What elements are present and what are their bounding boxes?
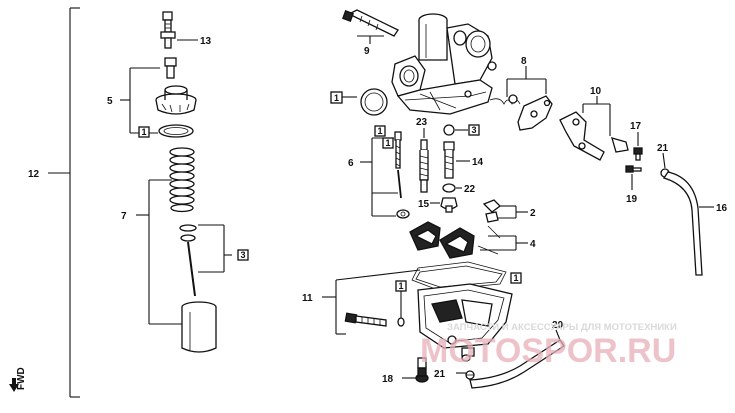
box-1c-label: 1 (378, 126, 383, 136)
callout-9: 9 (364, 46, 370, 57)
box-1a-label: 1 (142, 127, 147, 137)
part-15-jet (440, 197, 458, 213)
part-18-screw (415, 357, 429, 383)
part-14-main-jet (443, 141, 455, 179)
part-washer-3 (443, 124, 455, 136)
callout-10: 10 (590, 86, 602, 97)
callout-12: 12 (28, 169, 40, 180)
part-4-float (409, 221, 475, 259)
part-nut-small (164, 57, 177, 79)
part-13-adjuster (160, 11, 176, 49)
box-1e (510, 272, 522, 284)
callout-22: 22 (464, 184, 476, 195)
part-carburetor-body (391, 13, 497, 115)
bracket-12 (48, 7, 80, 398)
callout-4: 4 (530, 239, 536, 250)
callout-19: 19 (626, 194, 638, 205)
callout-11: 11 (302, 293, 313, 304)
bracket-7 (136, 179, 182, 325)
part-drain-screw (344, 312, 387, 327)
part-17-screw (633, 147, 643, 161)
part-o-ring (158, 124, 194, 138)
part-23-jet (419, 139, 429, 193)
watermark-subtitle: ЗАПЧАСТИ И АКСЕССУАРЫ ДЛЯ МОТОТЕХНИКИ (447, 322, 677, 333)
part-2-float-pin (482, 199, 501, 223)
callout-13: 13 (200, 36, 212, 47)
callout-20: 20 (552, 320, 564, 331)
box-1c (374, 125, 386, 137)
box-1a (138, 126, 150, 138)
part-21-clip-bottom (465, 370, 475, 380)
part-9-screw (342, 9, 399, 37)
callout-15: 15 (418, 199, 430, 210)
part-8-lever (489, 94, 553, 131)
box-1b-label: 1 (334, 93, 339, 103)
bracket-5 (120, 67, 160, 134)
part-spring (169, 147, 195, 213)
bracket-3-left (198, 224, 232, 273)
callout-14: 14 (472, 157, 484, 168)
part-float-bowl (417, 283, 513, 362)
fwd-label: FWD (16, 367, 27, 390)
callout-8: 8 (521, 56, 527, 67)
box-3a (237, 249, 249, 261)
bracket-11 (322, 269, 421, 335)
part-jet-needle (187, 241, 196, 297)
callout-23: 23 (416, 117, 428, 128)
part-6-pilot-screw (394, 131, 410, 219)
part-20-hose (469, 339, 565, 389)
callout-6: 6 (348, 158, 354, 169)
callout-21b: 21 (434, 369, 446, 380)
part-throttle-valve (181, 301, 217, 353)
part-5-cap (155, 85, 197, 115)
callout-21a: 21 (657, 143, 669, 154)
callout-2: 2 (530, 208, 536, 219)
callout-7: 7 (121, 211, 127, 222)
part-o-ring-small (397, 317, 405, 327)
box-1f-label: 1 (399, 281, 404, 291)
box-1e-label: 1 (514, 273, 519, 283)
fwd-arrow-icon (9, 378, 19, 392)
part-19-screw (625, 165, 642, 173)
box-1d-label: 1 (386, 138, 391, 148)
watermark-logo: MOTOSPOR.RU (420, 332, 676, 370)
box-3a-label: 3 (241, 250, 246, 260)
callout-18: 18 (382, 374, 394, 385)
part-22-washer (442, 183, 456, 193)
part-16-hose (662, 171, 703, 276)
part-clip (179, 224, 197, 242)
callout-5: 5 (107, 96, 113, 107)
callout-16: 16 (716, 203, 728, 214)
part-10-link (559, 111, 629, 161)
box-3b (468, 124, 480, 136)
callout-17: 17 (630, 121, 642, 132)
part-bowl-gasket (411, 261, 507, 291)
box-3b-label: 3 (472, 125, 477, 135)
